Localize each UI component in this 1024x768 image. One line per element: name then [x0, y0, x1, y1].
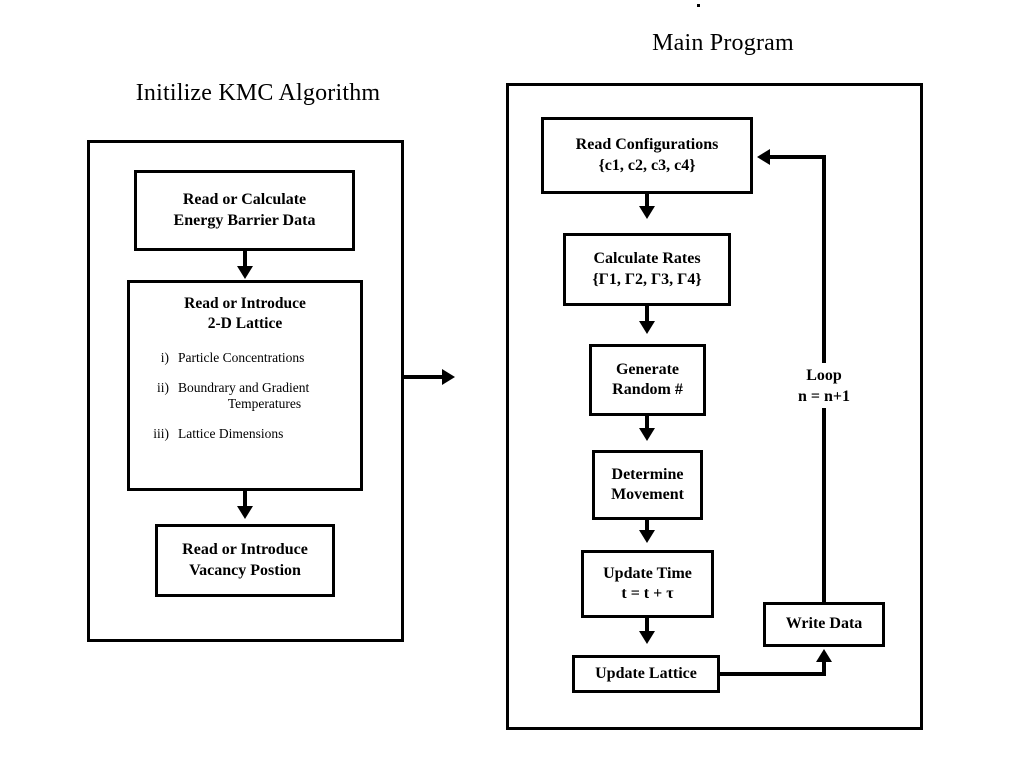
- box-line-2: 2-D Lattice: [207, 314, 283, 332]
- box-line-2: Vacancy Postion: [189, 561, 301, 579]
- list-item: iii) Lattice Dimensions: [143, 426, 351, 443]
- arrow-update-lattice-to-write-data: [816, 649, 832, 662]
- panel-main-program: [506, 83, 923, 730]
- connector-update-lattice-to-write-data: [719, 672, 826, 676]
- box-line-1: Generate: [615, 360, 680, 378]
- list-item-marker: i): [160, 349, 169, 365]
- box-line-2: {Γ1, Γ2, Γ3, Γ4}: [592, 270, 702, 288]
- arrow-energy-to-lattice: [237, 266, 253, 279]
- arrow-lattice-to-vacancy: [237, 506, 253, 519]
- connector-time-to-update-lattice: [645, 616, 649, 634]
- box-determine-movement[interactable]: Determine Movement: [592, 450, 703, 520]
- arrow-random-to-movement: [639, 428, 655, 441]
- arrow-movement-to-time: [639, 530, 655, 543]
- box-generate-random-number[interactable]: Generate Random #: [589, 344, 706, 416]
- list-item: i) Particle Concentrations: [143, 350, 351, 367]
- box-line-2: Random #: [612, 381, 683, 398]
- box-line-1: Read or Introduce: [184, 295, 306, 312]
- box-line-1: Update Time: [603, 564, 692, 582]
- lattice-parameter-list: i) Particle Concentrations ii) Boundrary…: [130, 350, 360, 444]
- loop-label-line-1: Loop: [806, 367, 842, 384]
- list-item: ii) Boundrary and Gradient Temperatures: [143, 380, 351, 414]
- arrow-rates-to-random: [639, 321, 655, 334]
- connector-lattice-to-vacancy: [243, 489, 247, 509]
- box-line-2: Movement: [611, 486, 684, 503]
- box-line-1: Read or Calculate: [182, 191, 307, 209]
- box-line-1: Read or Introduce: [182, 541, 308, 559]
- list-item-marker: ii): [157, 379, 169, 395]
- connector-loop-lower-segment: [822, 406, 826, 602]
- connector-loop-upper-segment: [822, 155, 826, 363]
- box-read-or-introduce-vacancy-position[interactable]: Read or Introduce Vacancy Postion: [155, 524, 335, 597]
- arrow-loop-to-read-configurations: [757, 149, 770, 165]
- list-item-label-line-2: Temperatures: [227, 396, 302, 412]
- box-write-data[interactable]: Write Data: [763, 602, 885, 647]
- box-calculate-rates[interactable]: Calculate Rates {Γ1, Γ2, Γ3, Γ4}: [563, 233, 731, 306]
- box-line-2: t = t + τ: [621, 585, 674, 602]
- list-item-marker: iii): [153, 426, 169, 442]
- box-line-1: Calculate Rates: [593, 250, 701, 268]
- connector-rates-to-random: [645, 304, 649, 324]
- box-line-1: Read Configurations: [575, 136, 719, 154]
- connector-energy-to-lattice: [243, 249, 247, 269]
- list-item-label: Boundrary and Gradient Temperatures: [178, 380, 351, 414]
- page-title-initialize: Initilize KMC Algorithm: [135, 80, 381, 106]
- connector-init-panel-to-main-panel: [404, 375, 444, 379]
- loop-label-line-2: n = n+1: [797, 387, 851, 405]
- list-item-label: Lattice Dimensions: [178, 426, 284, 442]
- box-update-lattice[interactable]: Update Lattice: [572, 655, 720, 693]
- list-item-label-line-1: Boundrary and Gradient: [178, 379, 310, 395]
- box-line-1: Determine: [611, 465, 684, 483]
- loop-label: Loop n = n+1: [770, 366, 878, 408]
- list-item-label: Particle Concentrations: [178, 349, 305, 365]
- connector-loop-to-read-configurations: [770, 155, 826, 159]
- stray-dot-artifact: [697, 4, 700, 7]
- page-title-main-program: Main Program: [652, 30, 794, 56]
- connector-readcfg-to-rates: [645, 192, 649, 209]
- box-line-1: Update Lattice: [595, 664, 697, 682]
- box-line-2: Energy Barrier Data: [173, 211, 316, 229]
- connector-write-data-riser: [822, 662, 826, 674]
- connector-random-to-movement: [645, 414, 649, 431]
- arrow-init-panel-to-main-panel: [442, 369, 455, 385]
- box-read-configurations[interactable]: Read Configurations {c1, c2, c3, c4}: [541, 117, 753, 194]
- box-read-or-calculate-energy-barrier-data[interactable]: Read or Calculate Energy Barrier Data: [134, 170, 355, 251]
- connector-movement-to-time: [645, 518, 649, 534]
- arrow-readcfg-to-rates: [639, 206, 655, 219]
- box-update-time[interactable]: Update Time t = t + τ: [581, 550, 714, 618]
- box-line-2: {c1, c2, c3, c4}: [598, 156, 696, 174]
- box-read-or-introduce-2d-lattice[interactable]: Read or Introduce 2-D Lattice i) Particl…: [127, 280, 363, 491]
- box-line-1: Write Data: [785, 615, 863, 633]
- panel-initialize-kmc: [87, 140, 404, 642]
- arrow-time-to-update-lattice: [639, 631, 655, 644]
